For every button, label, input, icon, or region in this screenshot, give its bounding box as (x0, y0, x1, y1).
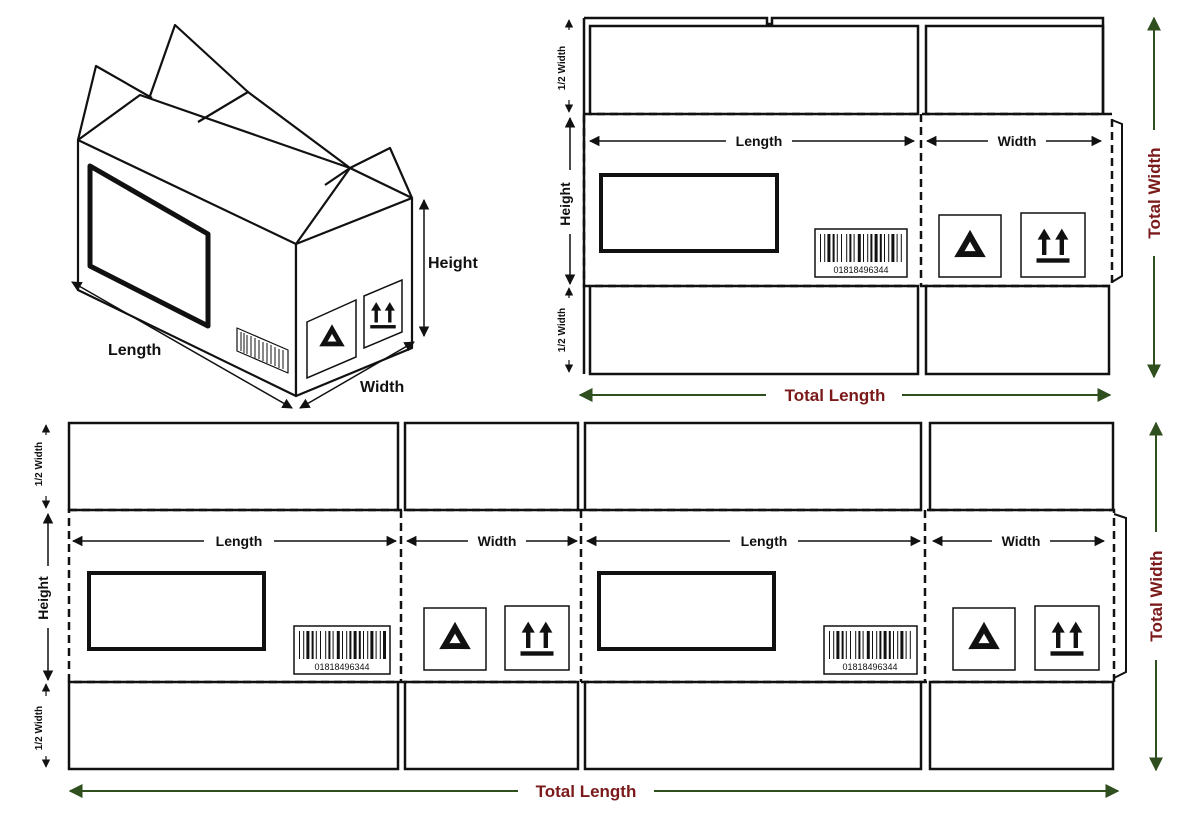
dieline4-barcode-icon-2: 01818496344 (823, 625, 918, 675)
dieline4-this-way-up-icon-1 (504, 605, 570, 671)
dieline2-barcode-number: 01818496344 (833, 265, 888, 275)
dieline2-barcode-icon: 01818496344 (814, 228, 908, 278)
dieline2-half-width-top-label: 1/2 Width (557, 46, 568, 90)
dieline4-height-label: Height (35, 576, 51, 620)
dieline-two-panel (582, 16, 1123, 376)
dieline2-length-label: Length (736, 133, 783, 149)
dieline4-recycle-icon-2 (952, 607, 1016, 671)
dieline2-width-label: Width (998, 133, 1037, 149)
dieline4-width-label-2: Width (1002, 533, 1041, 549)
dieline-four-panel (67, 421, 1127, 771)
dieline4-barcode-number-1: 01818496344 (314, 662, 369, 672)
dieline2-total-width-label: Total Width (1145, 147, 1164, 238)
dieline4-half-width-top-label: 1/2 Width (34, 442, 45, 486)
dieline4-width-label-1: Width (478, 533, 517, 549)
dieline2-recycle-icon (938, 214, 1002, 278)
dieline2-this-way-up-icon (1020, 212, 1086, 278)
dieline4-barcode-icon-1: 01818496344 (293, 625, 391, 675)
dieline2-height-label: Height (557, 182, 573, 226)
dieline4-length-label-2: Length (741, 533, 788, 549)
dieline2-half-width-bottom-label: 1/2 Width (557, 308, 568, 352)
dieline4-total-length-label: Total Length (536, 782, 637, 801)
dieline4-half-width-bottom-label: 1/2 Width (34, 706, 45, 750)
dieline4-length-label-1: Length (216, 533, 263, 549)
dieline4-this-way-up-icon-2 (1034, 605, 1100, 671)
box-3d-illustration (76, 23, 414, 398)
box-3d-this-way-up-icon (363, 278, 403, 350)
dieline4-recycle-icon-1 (423, 607, 487, 671)
dieline4-barcode-number-2: 01818496344 (842, 662, 897, 672)
box-3d-width-label: Width (360, 379, 404, 396)
box-3d-height-label: Height (428, 255, 478, 272)
dieline2-total-length-label: Total Length (785, 386, 886, 405)
dieline4-total-width-label: Total Width (1147, 550, 1166, 641)
box-3d-length-label: Length (108, 342, 161, 359)
